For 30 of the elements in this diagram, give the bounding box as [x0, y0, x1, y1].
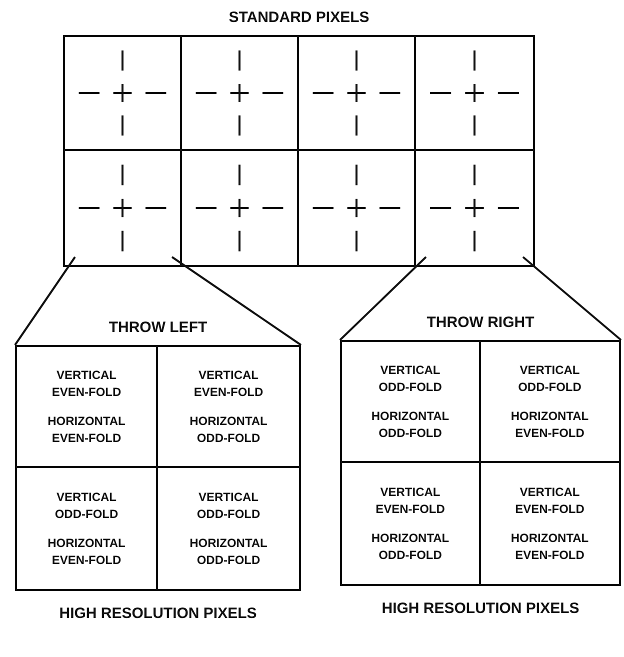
pixel-cell [299, 37, 416, 151]
fold-label: VERTICAL ODD-FOLD [517, 362, 582, 396]
fold-label: HORIZONTAL ODD-FOLD [188, 534, 268, 568]
zoom-line [522, 256, 622, 341]
pixel-cell [65, 37, 182, 151]
zoom-line [14, 256, 76, 346]
pixel-cell [182, 37, 299, 151]
fold-label: HORIZONTAL EVEN-FOLD [510, 530, 590, 564]
fold-label: VERTICAL EVEN-FOLD [374, 484, 446, 518]
grid-caption: HIGH RESOLUTION PIXELS [382, 600, 580, 617]
pixel-cell [17, 347, 158, 468]
zoom-line [171, 256, 302, 346]
fold-label: HORIZONTAL EVEN-FOLD [46, 534, 126, 568]
fold-label: VERTICAL ODD-FOLD [378, 362, 443, 396]
grid-heading: STANDARD PIXELS [228, 9, 370, 26]
fold-label: VERTICAL EVEN-FOLD [514, 484, 586, 518]
pixel-cell [342, 342, 480, 463]
zoom-line [339, 256, 427, 341]
grid-caption: HIGH RESOLUTION PIXELS [59, 605, 257, 622]
fold-label: VERTICAL EVEN-FOLD [50, 366, 122, 400]
fold-label: VERTICAL ODD-FOLD [196, 488, 262, 522]
fold-label: HORIZONTAL ODD-FOLD [370, 408, 450, 442]
fold-label: VERTICAL ODD-FOLD [54, 488, 120, 522]
grid-heading: THROW LEFT [108, 319, 208, 336]
fold-label: HORIZONTAL EVEN-FOLD [46, 412, 126, 446]
grid-heading: THROW RIGHT [426, 314, 534, 331]
fold-label: VERTICAL EVEN-FOLD [192, 366, 264, 400]
fold-label: HORIZONTAL ODD-FOLD [370, 530, 450, 564]
fold-label: HORIZONTAL EVEN-FOLD [510, 408, 590, 442]
fold-label: HORIZONTAL ODD-FOLD [188, 412, 268, 446]
